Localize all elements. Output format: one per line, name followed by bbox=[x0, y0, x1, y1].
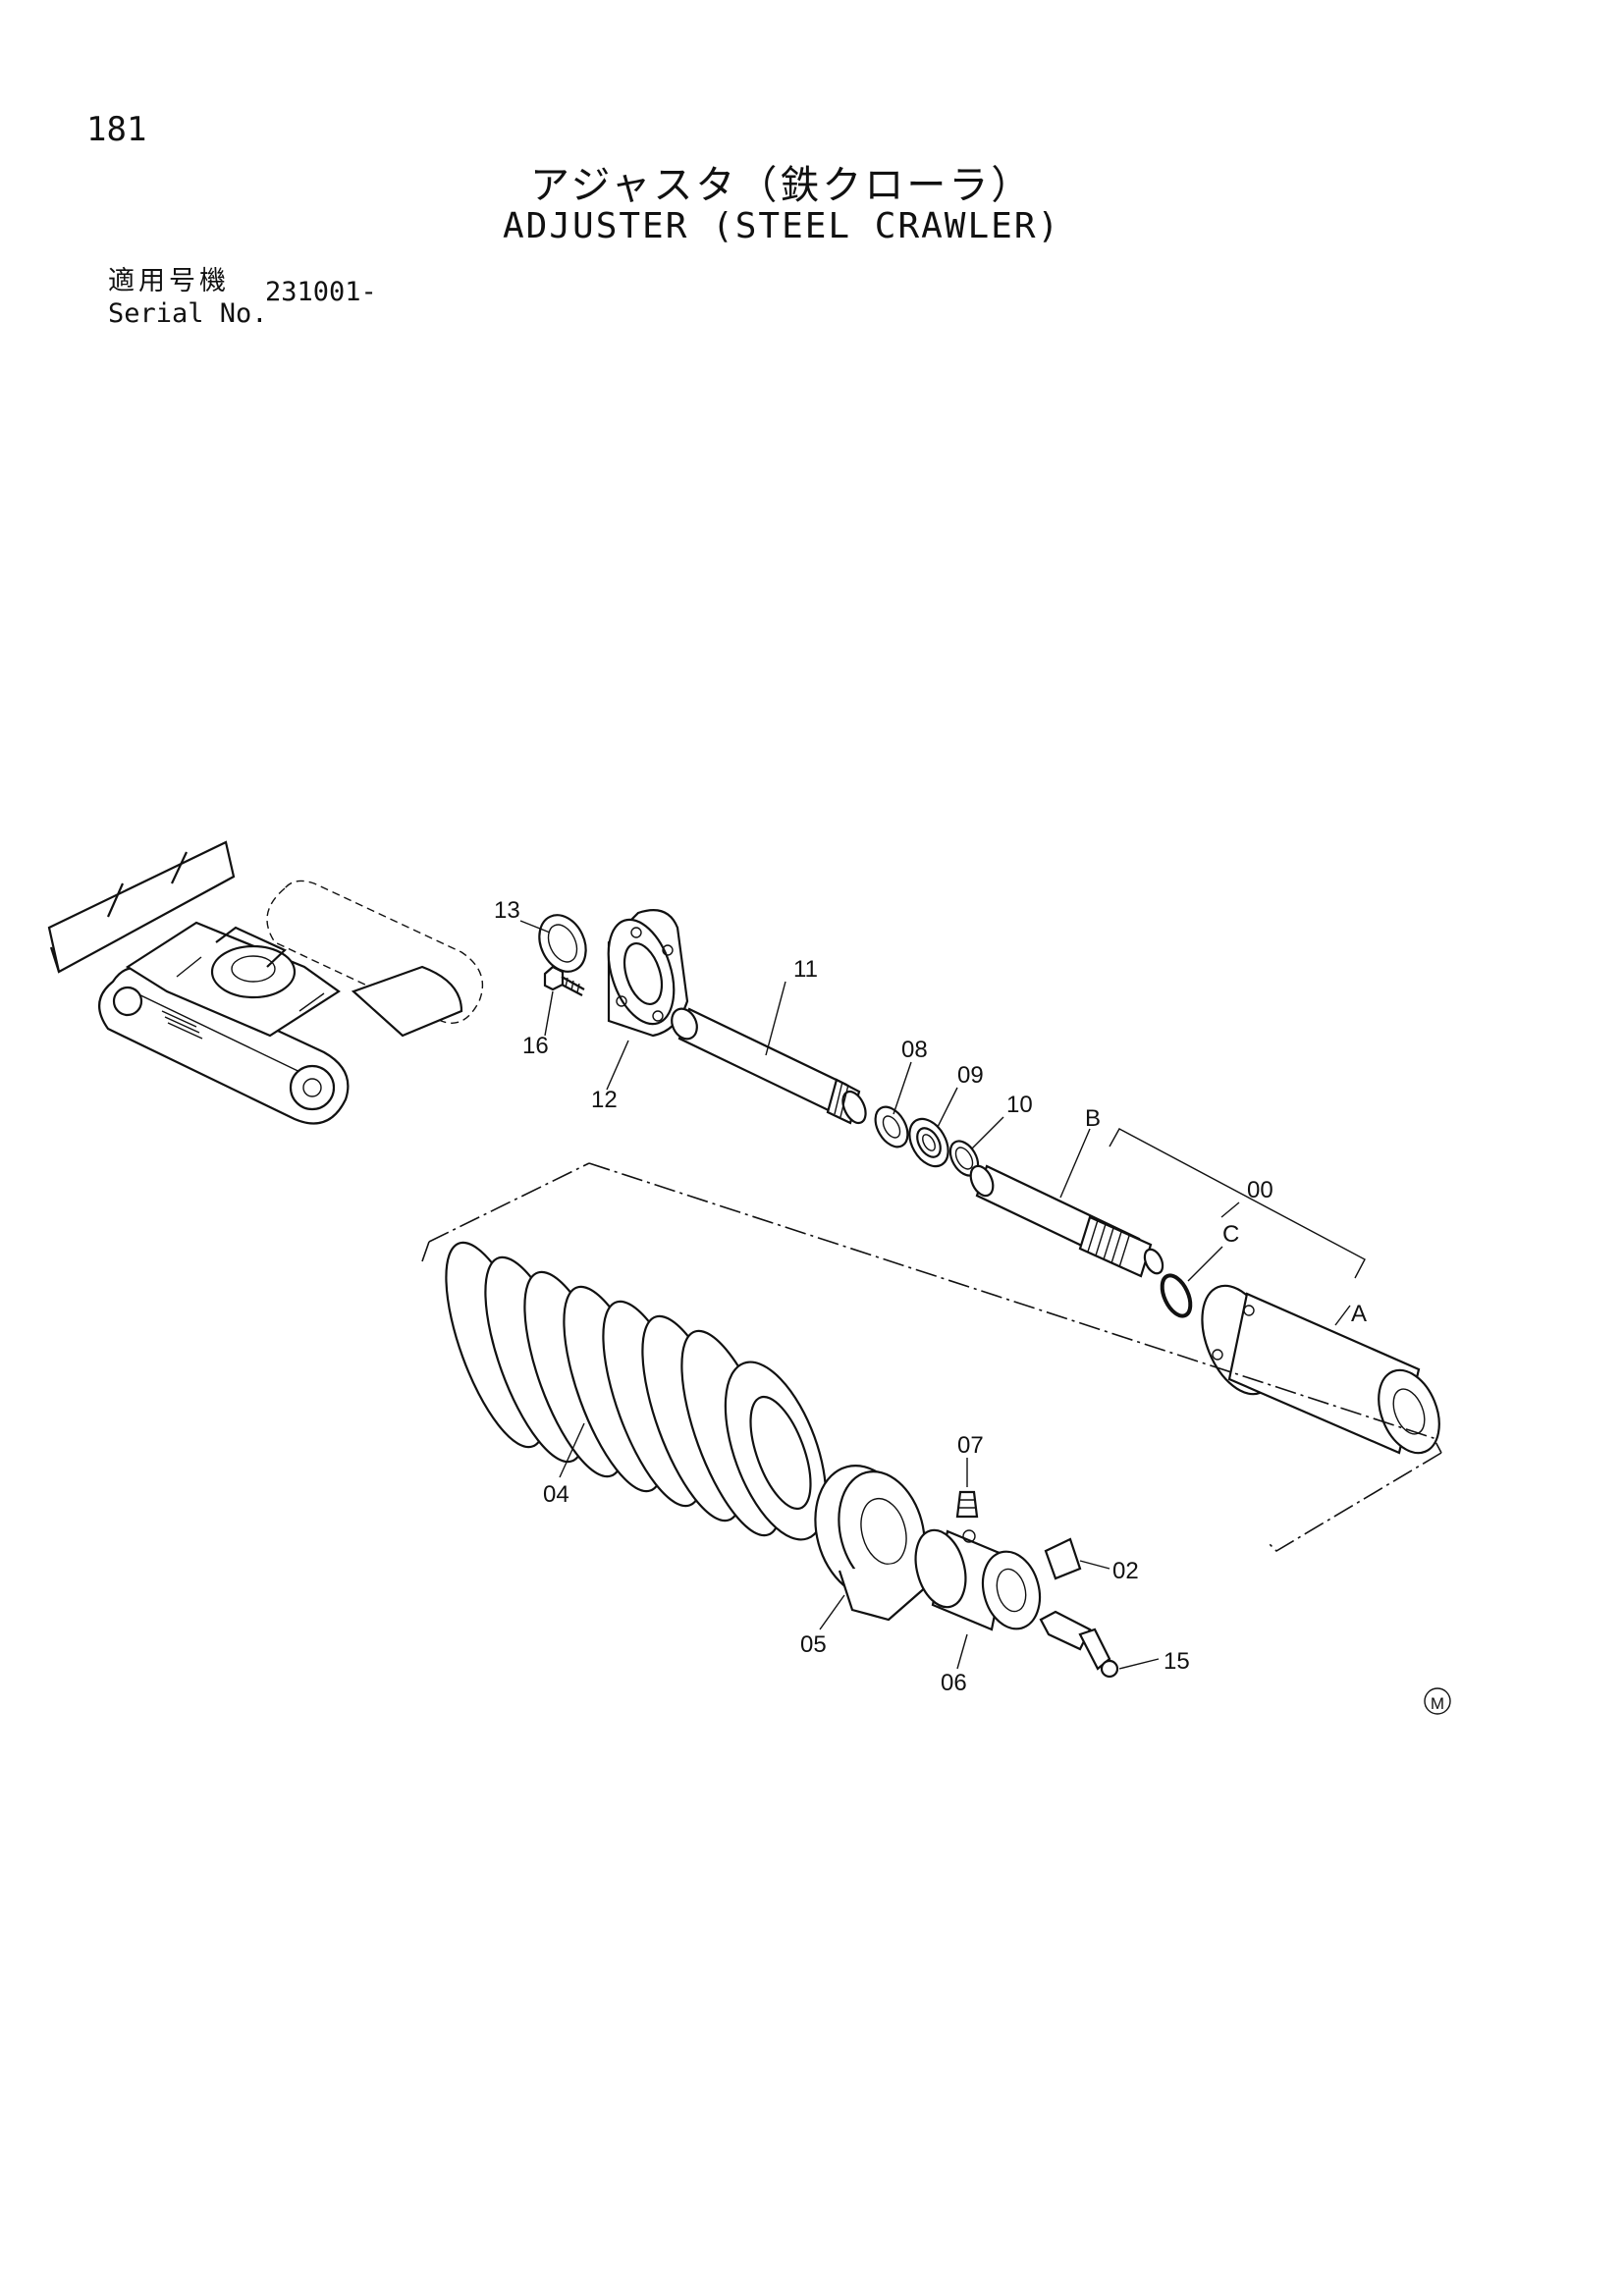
part-13-ring bbox=[538, 914, 587, 973]
part-11-rod bbox=[671, 1007, 867, 1125]
part-a-cylinder bbox=[1201, 1284, 1440, 1455]
callout-13: 13 bbox=[494, 897, 520, 924]
assembly-00-bracket bbox=[1109, 1128, 1366, 1279]
callout-08: 08 bbox=[901, 1037, 928, 1063]
part-06-block bbox=[914, 1528, 1042, 1631]
callout-02: 02 bbox=[1112, 1558, 1139, 1584]
callout-00: 00 bbox=[1247, 1177, 1273, 1203]
callout-15: 15 bbox=[1164, 1648, 1190, 1675]
callout-05: 05 bbox=[800, 1631, 827, 1658]
part-c-o-ring bbox=[1160, 1273, 1193, 1318]
serial-label-en: Serial No. bbox=[108, 298, 268, 329]
page-title-jp: アジャスタ（鉄クローラ） bbox=[530, 163, 1034, 208]
callout-07: 07 bbox=[957, 1432, 984, 1459]
part-08-packing bbox=[874, 1105, 909, 1148]
callout-06: 06 bbox=[941, 1670, 967, 1696]
part-05-seat bbox=[814, 1465, 930, 1622]
callout-12: 12 bbox=[591, 1087, 618, 1113]
callout-04: 04 bbox=[543, 1481, 569, 1508]
m-mark: M bbox=[1424, 1687, 1451, 1715]
excavator-thumbnail bbox=[47, 840, 484, 1125]
callout-a: A bbox=[1351, 1301, 1367, 1327]
serial-number: 231001- bbox=[265, 277, 377, 307]
part-15-valve bbox=[1039, 1610, 1119, 1679]
part-12-bracket bbox=[607, 909, 689, 1038]
leader-lines bbox=[519, 920, 1351, 1670]
part-b-piston bbox=[969, 1164, 1164, 1278]
callout-09: 09 bbox=[957, 1062, 984, 1089]
part-02-shim bbox=[1044, 1537, 1082, 1580]
callout-10: 10 bbox=[1006, 1092, 1033, 1118]
part-04-spring bbox=[445, 1241, 828, 1541]
m-mark-letter: M bbox=[1431, 1694, 1444, 1713]
callout-b: B bbox=[1085, 1105, 1101, 1132]
page-title-en: ADJUSTER (STEEL CRAWLER) bbox=[503, 206, 1061, 246]
callout-c: C bbox=[1222, 1221, 1239, 1248]
part-09-seal bbox=[908, 1117, 949, 1168]
part-07-fitting bbox=[955, 1490, 979, 1519]
callout-16: 16 bbox=[522, 1033, 549, 1059]
spring-group-outline bbox=[421, 1162, 1442, 1553]
serial-label-jp: 適用号機 bbox=[108, 266, 230, 296]
callout-11: 11 bbox=[793, 956, 818, 983]
part-16-bolt bbox=[543, 965, 585, 996]
page-number: 181 bbox=[86, 110, 147, 149]
